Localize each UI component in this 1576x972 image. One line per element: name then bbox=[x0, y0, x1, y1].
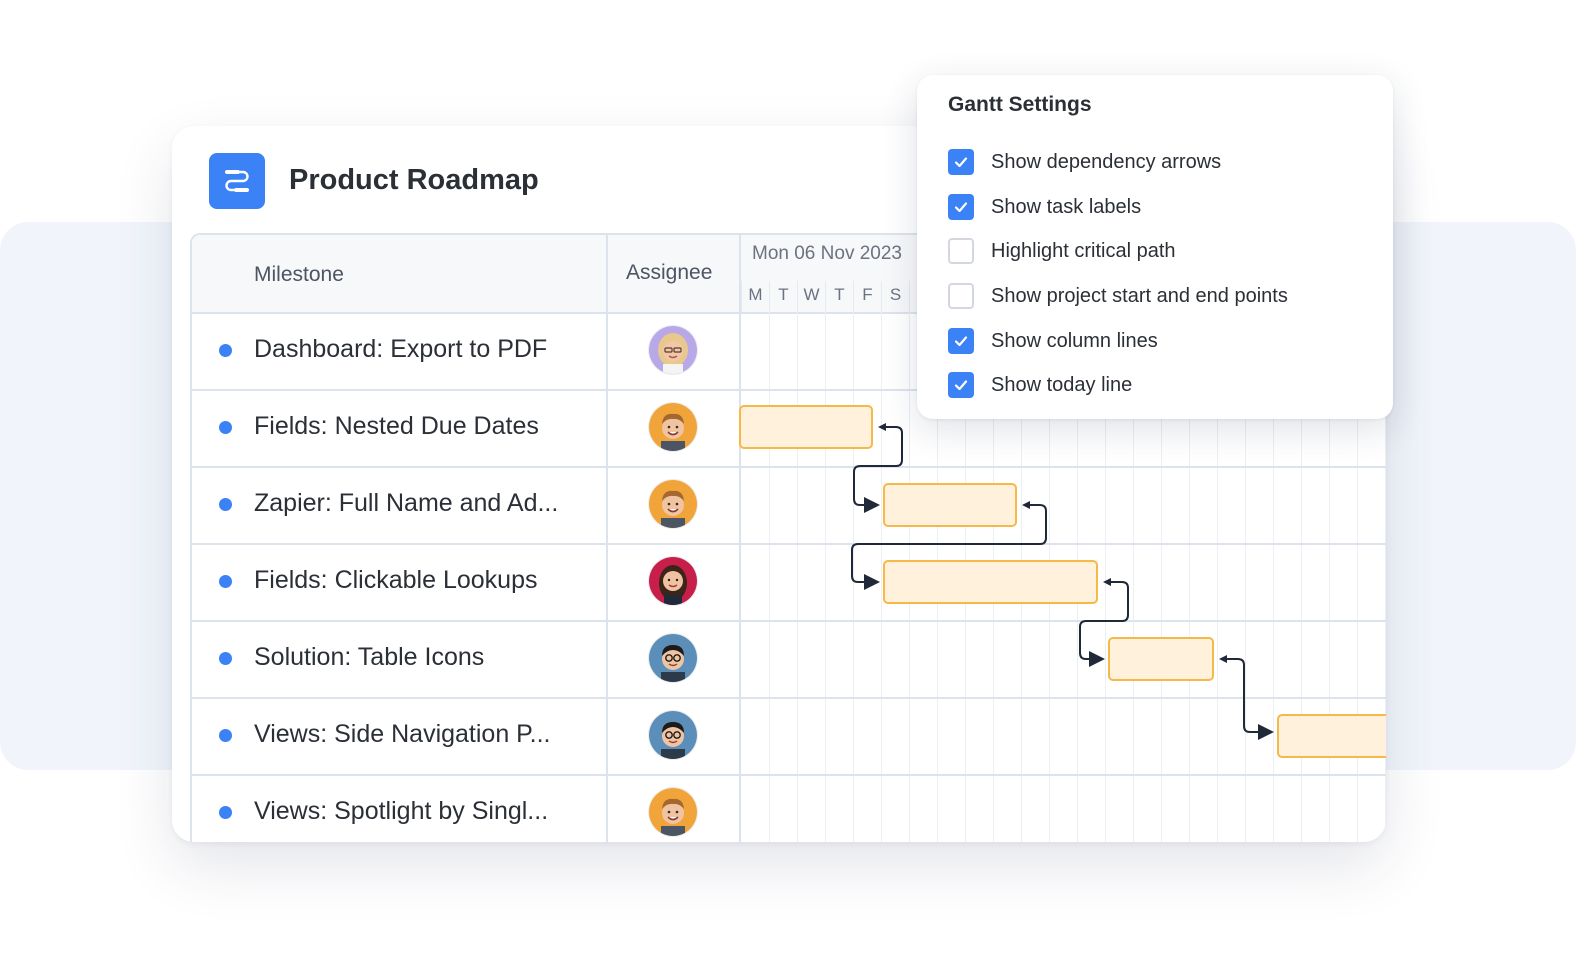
day-label: F bbox=[853, 281, 881, 312]
status-dot bbox=[219, 344, 232, 357]
column-line bbox=[1273, 312, 1274, 842]
dependency-arrow-head bbox=[878, 423, 886, 431]
avatar-man-smiling[interactable] bbox=[649, 788, 697, 836]
column-line bbox=[1329, 312, 1330, 842]
gantt-settings-popup: Gantt Settings Show dependency arrows Sh… bbox=[917, 75, 1393, 419]
column-line bbox=[1385, 312, 1386, 842]
column-divider bbox=[606, 235, 608, 842]
checkbox-checked[interactable] bbox=[948, 194, 974, 220]
avatar-man-glasses[interactable] bbox=[649, 711, 697, 759]
column-line bbox=[769, 312, 770, 842]
settings-title: Gantt Settings bbox=[948, 93, 1092, 116]
column-line bbox=[1245, 312, 1246, 842]
page-title: Product Roadmap bbox=[289, 164, 539, 196]
avatar-man-smiling[interactable] bbox=[649, 403, 697, 451]
dependency-arrow bbox=[1079, 581, 1129, 667]
setting-label: Highlight critical path bbox=[991, 239, 1176, 262]
table-row[interactable]: Zapier: Full Name and Ad... bbox=[192, 466, 1386, 545]
day-label: T bbox=[769, 281, 797, 312]
day-label: M bbox=[741, 281, 769, 312]
column-divider bbox=[739, 235, 741, 842]
avatar-man-smiling[interactable] bbox=[649, 480, 697, 528]
checkbox-checked[interactable] bbox=[948, 372, 974, 398]
dependency-arrow bbox=[1223, 658, 1274, 740]
dependency-arrow bbox=[851, 504, 1047, 590]
gantt-chart bbox=[739, 405, 1386, 758]
column-line bbox=[1133, 312, 1134, 842]
column-line bbox=[1357, 312, 1358, 842]
table-row[interactable]: Views: Spotlight by Singl... bbox=[192, 774, 1386, 842]
status-dot bbox=[219, 729, 232, 742]
milestone-column-header[interactable]: Milestone bbox=[254, 263, 344, 286]
day-label: W bbox=[797, 281, 825, 312]
avatar-woman-dark-hair[interactable] bbox=[649, 557, 697, 605]
milestone-name: Views: Side Navigation P... bbox=[254, 720, 551, 748]
setting-critical-path[interactable]: Highlight critical path bbox=[948, 236, 1176, 266]
avatar-woman-blonde-glasses[interactable] bbox=[649, 326, 697, 374]
day-label: S bbox=[881, 281, 909, 312]
status-dot bbox=[219, 421, 232, 434]
checkbox-checked[interactable] bbox=[948, 149, 974, 175]
task-bar[interactable] bbox=[883, 483, 1017, 527]
task-bar[interactable] bbox=[1277, 714, 1386, 758]
assignee-column-header[interactable]: Assignee bbox=[626, 261, 713, 284]
checkbox-checked[interactable] bbox=[948, 328, 974, 354]
setting-dependency-arrows[interactable]: Show dependency arrows bbox=[948, 147, 1221, 177]
milestone-name: Solution: Table Icons bbox=[254, 643, 485, 671]
setting-task-labels[interactable]: Show task labels bbox=[948, 192, 1141, 222]
timeline-date-label: Mon 06 Nov 2023 bbox=[752, 243, 902, 264]
setting-label: Show dependency arrows bbox=[991, 150, 1222, 173]
column-line bbox=[1217, 312, 1218, 842]
dependency-arrow-head bbox=[1022, 501, 1030, 509]
status-dot bbox=[219, 806, 232, 819]
checkbox-unchecked[interactable] bbox=[948, 283, 974, 309]
dependency-arrow-head bbox=[1103, 578, 1111, 586]
column-line bbox=[1189, 312, 1190, 842]
milestone-name: Zapier: Full Name and Ad... bbox=[254, 489, 559, 517]
setting-label: Show task labels bbox=[991, 195, 1142, 218]
setting-label: Show column lines bbox=[991, 329, 1158, 352]
column-line bbox=[1161, 312, 1162, 842]
dependency-arrow-head bbox=[1219, 655, 1227, 663]
table-row[interactable]: Fields: Nested Due Dates bbox=[192, 389, 1386, 468]
column-line bbox=[881, 312, 882, 842]
table-row[interactable]: Views: Side Navigation P... bbox=[192, 697, 1386, 776]
milestone-name: Dashboard: Export to PDF bbox=[254, 335, 548, 363]
column-line bbox=[1301, 312, 1302, 842]
table-row[interactable]: Fields: Clickable Lookups bbox=[192, 543, 1386, 622]
setting-today-line[interactable]: Show today line bbox=[948, 370, 1132, 400]
status-dot bbox=[219, 652, 232, 665]
task-bar[interactable] bbox=[739, 405, 873, 449]
checkbox-unchecked[interactable] bbox=[948, 238, 974, 264]
roadmap-icon bbox=[209, 153, 265, 209]
table-row[interactable]: Dashboard: Export to PDF bbox=[192, 312, 1386, 391]
task-bar[interactable] bbox=[1108, 637, 1214, 681]
setting-label: Show today line bbox=[991, 373, 1133, 396]
setting-start-end-points[interactable]: Show project start and end points bbox=[948, 281, 1288, 311]
milestone-name: Fields: Nested Due Dates bbox=[254, 412, 539, 440]
column-line bbox=[1105, 312, 1106, 842]
column-line bbox=[853, 312, 854, 842]
milestone-name: Views: Spotlight by Singl... bbox=[254, 797, 549, 825]
dependency-arrow bbox=[853, 426, 903, 513]
status-dot bbox=[219, 575, 232, 588]
milestone-name: Fields: Clickable Lookups bbox=[254, 566, 538, 594]
column-line bbox=[797, 312, 798, 842]
task-bar[interactable] bbox=[883, 560, 1098, 604]
status-dot bbox=[219, 498, 232, 511]
column-line bbox=[825, 312, 826, 842]
avatar-man-glasses[interactable] bbox=[649, 634, 697, 682]
setting-label: Show project start and end points bbox=[991, 284, 1288, 307]
day-label: T bbox=[825, 281, 853, 312]
table-row[interactable]: Solution: Table Icons bbox=[192, 620, 1386, 699]
gantt-grid: Milestone Assignee Mon 06 Nov 2023 M T W… bbox=[190, 233, 1386, 842]
setting-column-lines[interactable]: Show column lines bbox=[948, 326, 1158, 356]
